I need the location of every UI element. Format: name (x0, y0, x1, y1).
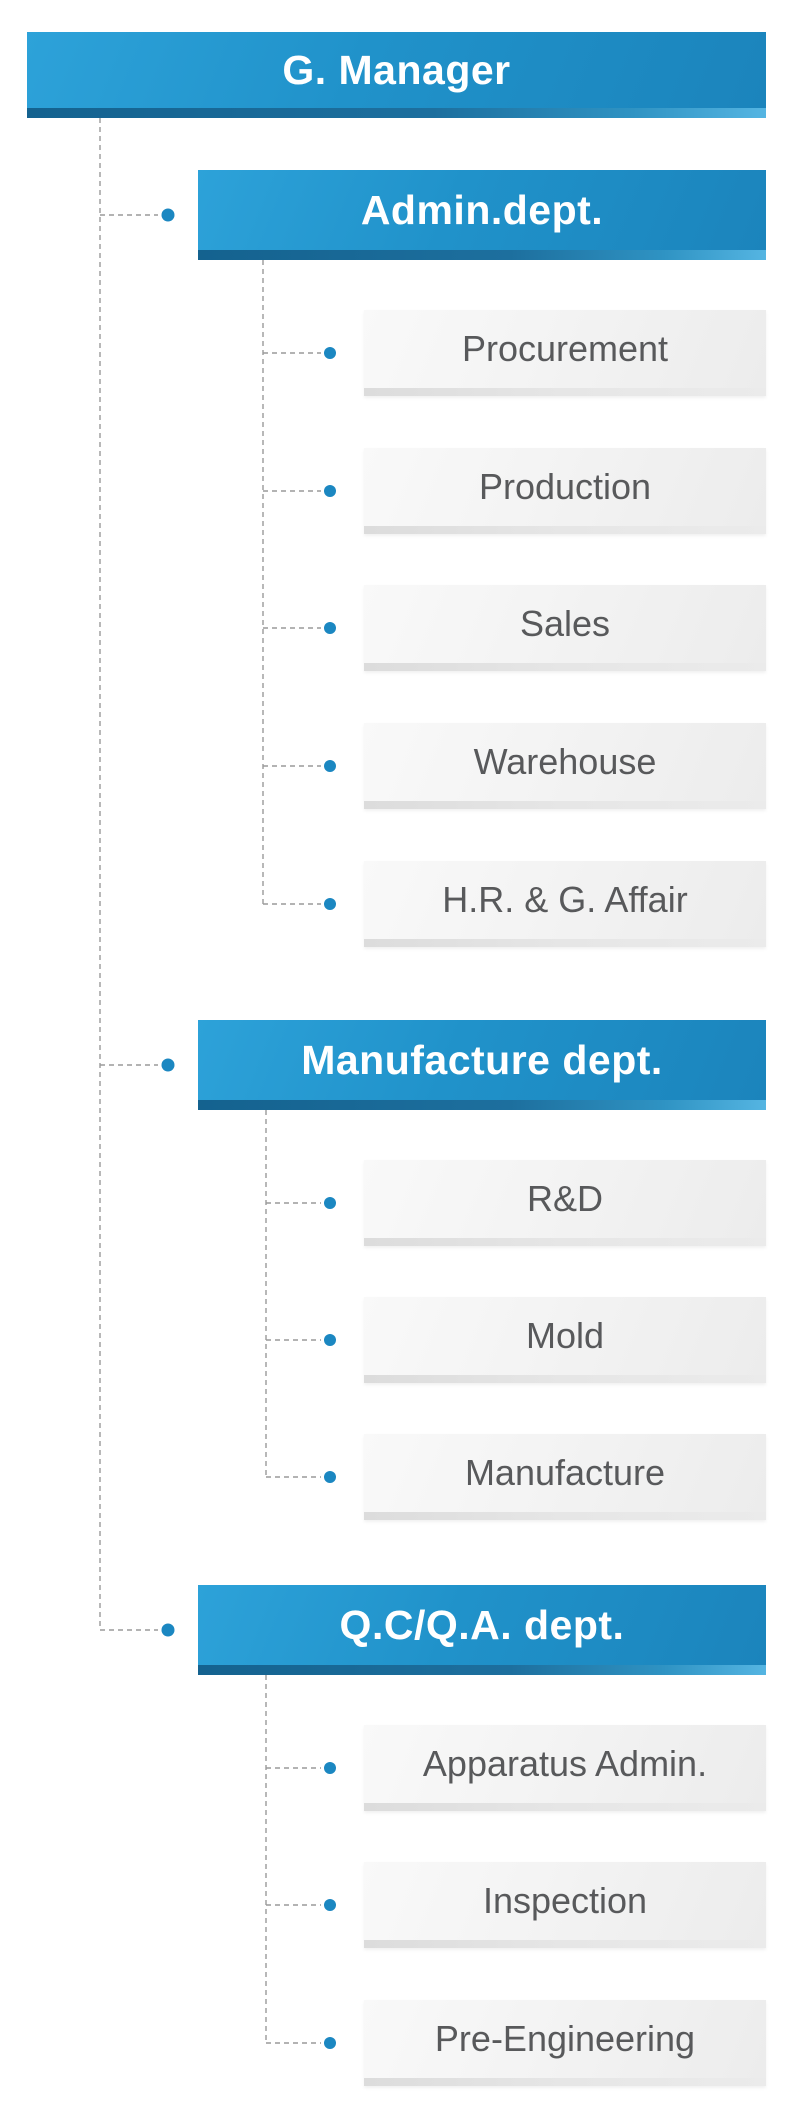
org-node-label: R&D (526, 1178, 603, 1219)
org-node-label: Sales (519, 603, 611, 644)
org-node-g-manager: G. Manager (27, 32, 766, 118)
org-node-label: H.R. & G. Affair (442, 879, 688, 920)
org-node-production: Production (364, 448, 766, 534)
org-node-label: G. Manager (282, 47, 511, 93)
node-dot-icon (324, 347, 336, 359)
node-dot-icon (324, 1762, 336, 1774)
node-dot-icon (324, 898, 336, 910)
org-node-sales: Sales (364, 585, 766, 671)
node-dot-icon (324, 1197, 336, 1209)
org-node-qcqa-dept: Q.C/Q.A. dept. (198, 1585, 766, 1675)
org-node-admin-dept: Admin.dept. (198, 170, 766, 260)
org-node-manufacture: Manufacture (364, 1434, 766, 1520)
node-dot-icon (161, 1058, 175, 1072)
org-node-mold: Mold (364, 1297, 766, 1383)
node-dot-icon (324, 1899, 336, 1911)
node-dot-icon (161, 208, 175, 222)
org-node-apparatus-admin: Apparatus Admin. (364, 1725, 766, 1811)
node-dot-icon (324, 622, 336, 634)
org-node-inspection: Inspection (364, 1862, 766, 1948)
org-node-label: Production (478, 466, 652, 507)
node-dot-icon (324, 1334, 336, 1346)
org-node-label: Manufacture (464, 1452, 666, 1493)
node-dot-icon (324, 1471, 336, 1483)
org-node-pre-engineering: Pre-Engineering (364, 2000, 766, 2086)
node-dot-icon (161, 1623, 175, 1637)
org-node-label: Procurement (461, 328, 669, 369)
org-node-rd: R&D (364, 1160, 766, 1246)
node-dot-icon (324, 760, 336, 772)
org-node-hr-g-affair: H.R. & G. Affair (364, 861, 766, 947)
org-node-label: Q.C/Q.A. dept. (339, 1601, 625, 1648)
org-node-label: Admin.dept. (360, 186, 604, 233)
org-node-label: Inspection (482, 1880, 648, 1921)
org-node-label: Pre-Engineering (434, 2018, 696, 2059)
org-node-label: Apparatus Admin. (422, 1743, 708, 1784)
node-dot-icon (324, 2037, 336, 2049)
org-node-procurement: Procurement (364, 310, 766, 396)
org-node-label: Mold (525, 1315, 605, 1356)
org-node-warehouse: Warehouse (364, 723, 766, 809)
org-node-label: Warehouse (473, 741, 657, 782)
org-node-manufacture-dept: Manufacture dept. (198, 1020, 766, 1110)
node-dot-icon (324, 485, 336, 497)
org-node-label: Manufacture dept. (301, 1036, 663, 1083)
